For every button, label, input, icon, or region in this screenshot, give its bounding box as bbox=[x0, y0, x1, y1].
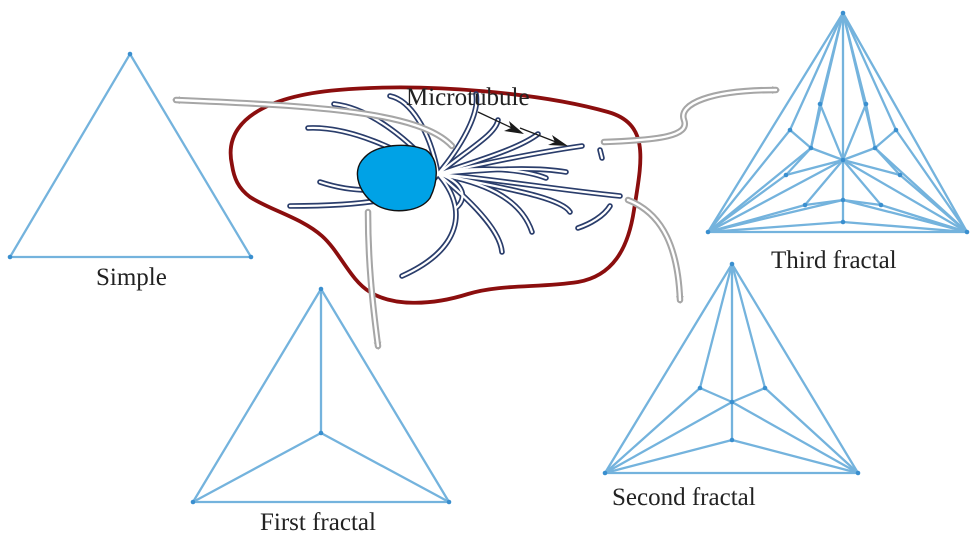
pointer-arrowhead-2 bbox=[548, 135, 568, 146]
microtubule-pointer-arrows bbox=[477, 111, 568, 146]
microtubules bbox=[287, 91, 623, 279]
graph-node bbox=[697, 385, 703, 391]
pointer-arrow-2 bbox=[519, 127, 557, 143]
graph-node bbox=[817, 101, 823, 107]
graph-node bbox=[248, 254, 254, 260]
label-simple: Simple bbox=[96, 264, 167, 291]
graph-node bbox=[127, 51, 133, 57]
arrow-to-third-fractal bbox=[600, 86, 780, 146]
graph-node bbox=[787, 127, 793, 133]
graph-second-fractal bbox=[602, 261, 861, 476]
graph-node bbox=[855, 470, 861, 476]
graph-first-fractal bbox=[190, 286, 452, 505]
graph-node bbox=[729, 261, 735, 267]
graph-node bbox=[964, 229, 970, 235]
graph-node bbox=[783, 172, 789, 178]
microtubule-label: Microtubule bbox=[406, 84, 530, 111]
nucleus bbox=[356, 144, 437, 212]
graph-node bbox=[878, 202, 884, 208]
graph-node bbox=[808, 145, 814, 151]
graph-node bbox=[897, 172, 903, 178]
graph-node bbox=[190, 499, 196, 505]
graph-node bbox=[602, 470, 608, 476]
graph-node bbox=[893, 127, 899, 133]
cell-membrane bbox=[228, 85, 643, 305]
pointer-arrowhead-1 bbox=[504, 121, 524, 134]
graph-third-fractal bbox=[705, 10, 970, 235]
graph-node bbox=[840, 197, 846, 203]
graph-node bbox=[705, 229, 711, 235]
label-second-fractal: Second fractal bbox=[612, 484, 756, 511]
graph-node bbox=[840, 157, 846, 163]
cell bbox=[228, 85, 643, 305]
graph-node bbox=[802, 202, 808, 208]
label-third-fractal: Third fractal bbox=[771, 247, 897, 274]
graph-node bbox=[446, 499, 452, 505]
flow-arrows bbox=[172, 86, 780, 350]
graph-node bbox=[7, 254, 13, 260]
microtubule-strands-outer bbox=[287, 91, 623, 279]
graph-simple bbox=[7, 51, 254, 260]
label-first-fractal: First fractal bbox=[260, 509, 376, 535]
graph-node bbox=[840, 10, 846, 16]
graph-node bbox=[318, 430, 324, 436]
graph-node bbox=[872, 145, 878, 151]
graph-node bbox=[863, 101, 869, 107]
graph-node bbox=[762, 385, 768, 391]
graph-node bbox=[729, 399, 735, 405]
graph-node bbox=[840, 219, 846, 225]
graph-node bbox=[729, 437, 735, 443]
graph-node bbox=[318, 286, 324, 292]
pointer-arrow-1 bbox=[477, 111, 513, 129]
